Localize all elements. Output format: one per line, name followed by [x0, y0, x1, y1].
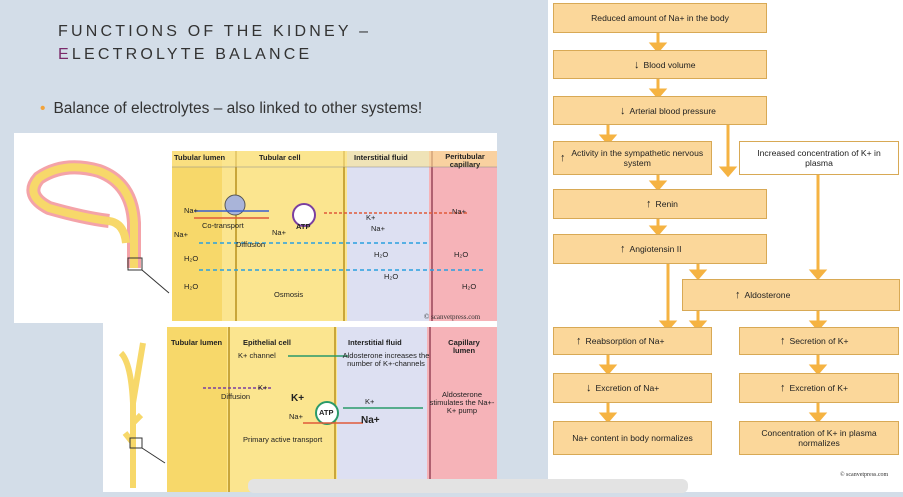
slide-title: FUNCTIONS OF THE KIDNEY – ELECTROLYTE BA…	[58, 20, 371, 66]
top-header-capillary: Peritubular capillary	[445, 152, 485, 169]
horizontal-scrollbar[interactable]	[248, 479, 688, 493]
flowchart-arrows	[598, 33, 828, 424]
flow-box-aldosterone: ↑Aldosterone	[682, 279, 900, 311]
flow-box-na-normalizes: Na+ content in body normalizes	[553, 421, 712, 455]
bottom-label-k-cell: K+	[291, 393, 305, 404]
up-arrow-icon: ↑	[560, 152, 566, 164]
flow-box-renin: ↑Renin	[553, 189, 767, 219]
down-arrow-icon: ↓	[634, 58, 640, 71]
up-arrow-icon: ↑	[780, 382, 786, 394]
bottom-label-na-big: Na+	[361, 415, 380, 426]
top-label-na1: Na+	[184, 206, 198, 215]
down-arrow-icon: ↓	[586, 382, 592, 394]
flow-box-arterial-pressure: ↓Arterial blood pressure	[553, 96, 767, 125]
top-label-cotransport: Co-transport	[202, 221, 244, 230]
top-figure-svg	[26, 151, 497, 321]
flow-box-angiotensin: ↑Angiotensin II	[553, 234, 767, 264]
top-label-na2: Na+	[174, 230, 188, 239]
bullet-point: • Balance of electrolytes – also linked t…	[40, 100, 422, 118]
top-header-tubular-cell: Tubular cell	[259, 153, 301, 162]
bottom-label-aldosterone-1: Aldosterone increases the number of K+-c…	[342, 351, 430, 368]
flowchart: Reduced amount of Na+ in the body ↓Blood…	[548, 0, 903, 492]
up-arrow-icon: ↑	[735, 289, 741, 301]
title-line-2: ELECTROLYTE BALANCE	[58, 43, 371, 66]
bottom-header-interstitial: Interstitial fluid	[348, 338, 402, 347]
top-label-h2o-2: H₂O	[184, 282, 199, 291]
top-label-na-cap: Na+	[452, 207, 466, 216]
top-label-h2o-cap1: H₂O	[454, 250, 469, 259]
flowchart-credit: © scanvetpress.com	[840, 472, 889, 478]
up-arrow-icon: ↑	[646, 198, 652, 210]
top-label-na-out: Na+	[371, 224, 385, 233]
top-header-tubular-lumen: Tubular lumen	[174, 153, 226, 162]
up-arrow-icon: ↑	[620, 243, 626, 255]
bottom-label-atp: ATP	[319, 408, 334, 417]
flow-box-secretion-k: ↑Secretion of K+	[739, 327, 899, 355]
bottom-label-aldosterone-2: Aldosterone stimulates the Na+-K+ pump	[429, 390, 495, 415]
flow-box-increased-k: Increased concentration of K+ in plasma	[739, 141, 899, 175]
bottom-header-epithelial: Epithelial cell	[243, 338, 291, 347]
top-figure: Tubular lumen Tubular cell Interstitial …	[14, 133, 497, 323]
flow-box-k-normalizes: Concentration of K+ in plasma normalizes	[739, 421, 899, 455]
flow-box-sympathetic: ↑Activity in the sympathetic nervous sys…	[553, 141, 712, 175]
top-label-h2o-mid1: H₂O	[374, 250, 389, 259]
bottom-label-na-small: Na+	[289, 412, 303, 421]
flow-box-blood-volume: ↓Blood volume	[553, 50, 767, 79]
top-label-h2o-mid2: H₂O	[384, 272, 399, 281]
top-label-diffusion: Diffusion	[236, 240, 266, 249]
top-label-atp: ATP	[296, 222, 311, 231]
bottom-label-k-lumen: K+	[258, 383, 268, 392]
bottom-label-primary-active: Primary active transport	[243, 435, 323, 444]
top-label-k: K+	[366, 213, 376, 222]
up-arrow-icon: ↑	[780, 335, 786, 347]
bullet-dot-icon: •	[40, 100, 46, 117]
title-rest: LECTROLYTE BALANCE	[71, 46, 313, 63]
title-line-1: FUNCTIONS OF THE KIDNEY –	[58, 23, 372, 40]
bullet-text: Balance of electrolytes – also linked to…	[53, 100, 423, 117]
bottom-label-diffusion: Diffusion	[221, 392, 251, 401]
bottom-header-tubular-lumen: Tubular lumen	[171, 338, 223, 347]
top-label-na-pump: Na+	[272, 228, 286, 237]
bottom-figure-svg	[118, 327, 497, 492]
top-header-interstitial: Interstitial fluid	[354, 153, 408, 162]
bottom-figure: Tubular lumen Epithelial cell Interstiti…	[103, 323, 497, 492]
top-label-osmosis: Osmosis	[274, 290, 304, 299]
flow-box-excretion-k: ↑Excretion of K+	[739, 373, 899, 403]
down-arrow-icon: ↓	[620, 104, 626, 117]
bottom-header-capillary: Capillary lumen	[448, 338, 480, 355]
up-arrow-icon: ↑	[576, 335, 582, 347]
bottom-label-k-small: K+	[365, 397, 375, 406]
top-label-h2o-cap2: H₂O	[462, 282, 477, 291]
flow-box-reabsorption-na: ↑Reabsorption of Na+	[553, 327, 712, 355]
top-figure-credit: © scanvetpress.com	[424, 313, 481, 321]
flow-box-reduced-na: Reduced amount of Na+ in the body	[553, 3, 767, 33]
flow-box-excretion-na: ↓Excretion of Na+	[553, 373, 712, 403]
title-initial: E	[58, 46, 72, 63]
bottom-label-k-channel: K+ channel	[238, 351, 276, 360]
top-label-h2o-1: H₂O	[184, 254, 199, 263]
